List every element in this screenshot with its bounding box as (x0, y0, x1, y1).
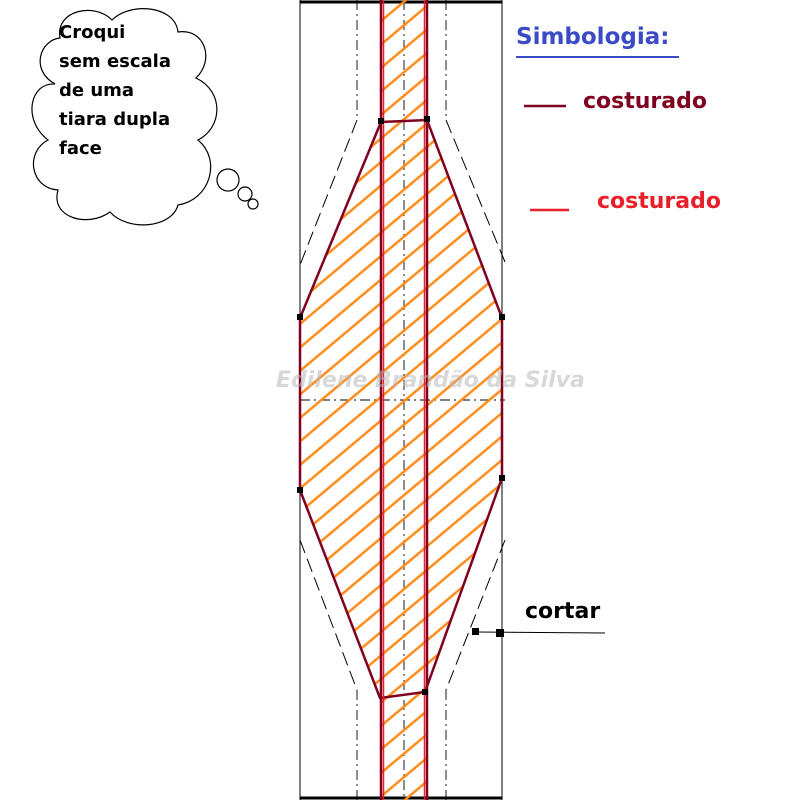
note-text: Croqui sem escala de uma tiara dupla fac… (59, 18, 171, 163)
cut-leader (472, 628, 606, 637)
center-stitch-lines (379, 0, 429, 800)
note-line-3: de uma (59, 80, 135, 101)
cut-label: cortar (525, 599, 601, 624)
vertex-markers (297, 116, 505, 695)
legend-title: Simbologia: (516, 24, 670, 50)
legend-label-dark: costurado (583, 89, 707, 114)
legend-label-red: costurado (597, 189, 721, 214)
note-line-1: Croqui (59, 22, 126, 43)
cut-lines (299, 119, 506, 691)
watermark: Edilene Brandão da Silva (276, 368, 585, 393)
note-line-4: tiara dupla (59, 109, 171, 130)
note-line-5: face (59, 138, 102, 159)
thought-bubble (31, 8, 259, 226)
note-line-2: sem escala (59, 51, 171, 72)
hatched-fabric (300, 0, 502, 800)
